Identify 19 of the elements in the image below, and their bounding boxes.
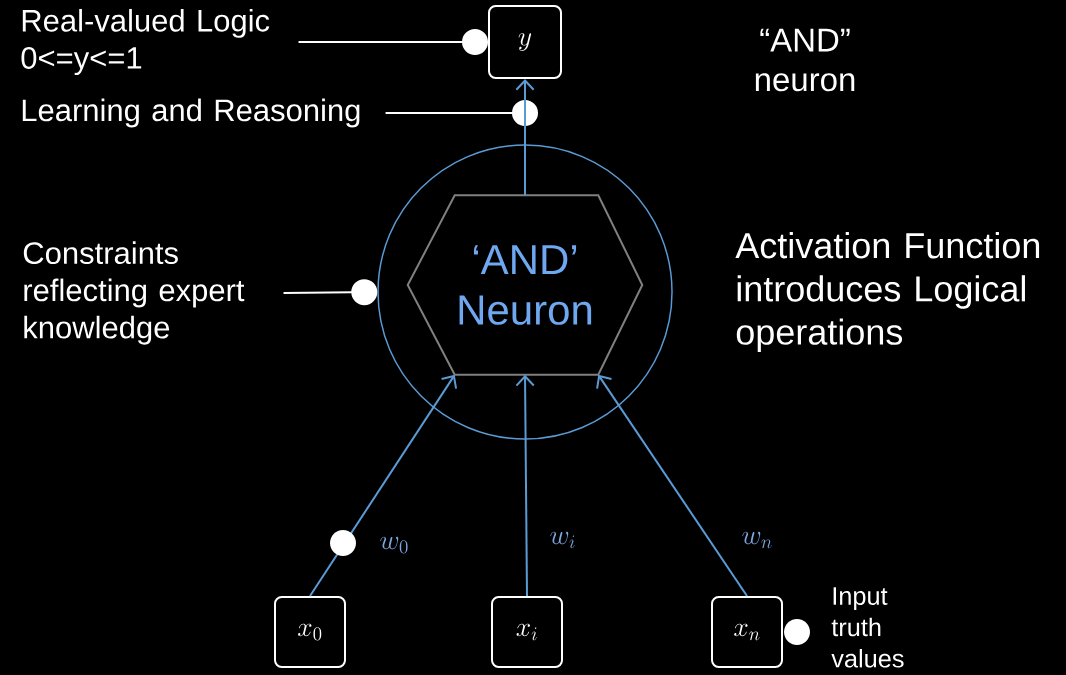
arrow	[515, 79, 535, 197]
callout-text: Real-valued Logic 0<=y<=1	[21, 8, 270, 76]
callout-text: Learning and Reasoning	[22, 98, 360, 128]
leader-line	[297, 29, 488, 55]
node-label: Input truth values	[831, 587, 904, 668]
leader-line	[282, 279, 378, 306]
variable-box: $y$	[488, 5, 562, 79]
variable-box: $x_n$ Input truth values	[711, 587, 904, 668]
arrow	[515, 374, 535, 597]
callout-text: Constraints reflecting expert knowledge	[23, 241, 245, 345]
note-text: “AND” neuron	[755, 28, 855, 92]
variable-box: $x_0$	[274, 596, 346, 668]
neuron-circle	[377, 144, 673, 440]
note-text: Activation Function introduces Logical operations	[735, 232, 1040, 352]
variable-box: $x_i$	[491, 596, 563, 668]
leader-line	[384, 100, 538, 126]
neuron-hexagon: ‘AND’ Neuron	[406, 194, 644, 376]
arrow	[596, 374, 748, 597]
arrow	[309, 374, 458, 597]
